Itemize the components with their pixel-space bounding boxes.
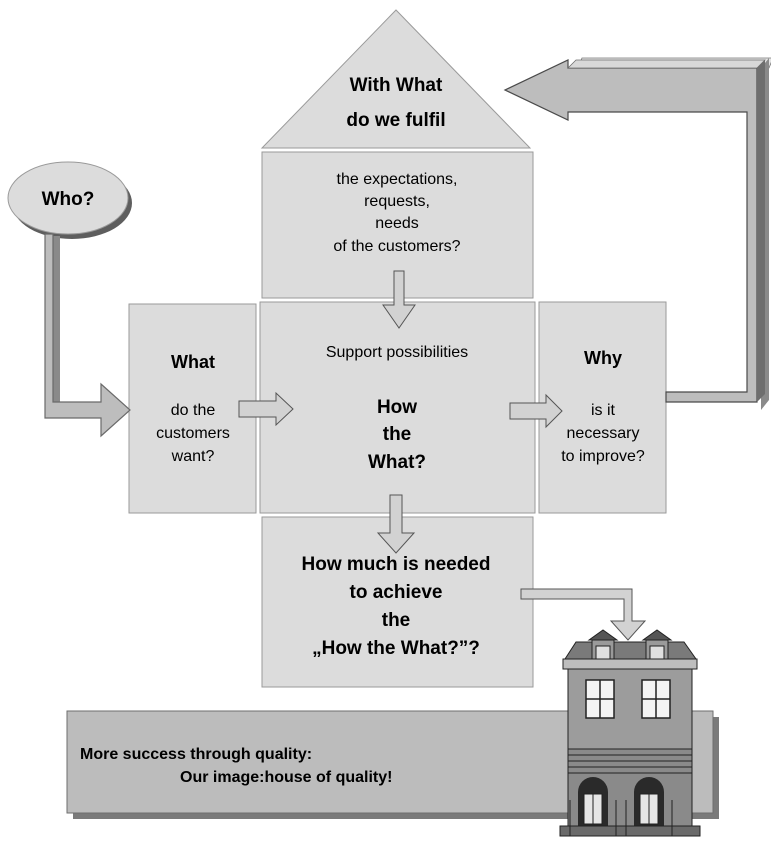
expectations-line-2: requests, [364,193,430,210]
expectations-line-1: the expectations, [337,171,458,188]
why-title: Why [584,348,622,368]
roof: With What do we fulfil [260,9,532,149]
expectations-line-3: needs [375,215,419,232]
down-arrow-bottom [376,494,416,554]
expectations-line-4: of the customers? [333,238,460,255]
banner-line-2: Our image:house of quality! [180,769,392,786]
how-box: Support possibilities How the What? [259,301,536,514]
banner-line-1: More success through quality: [80,746,312,763]
house-building-icon [559,629,701,837]
how-much-line-4: „How the What?”? [312,638,480,659]
what-box: What do the customers want? [128,303,257,514]
why-line-1: is it [591,402,616,419]
roof-line-1: With What [350,75,443,96]
to-house-arrow [520,588,647,641]
right-arrow-how [509,393,563,429]
support-possibilities: Support possibilities [326,344,468,361]
how-line-3: What? [368,452,426,473]
what-line-2: customers [156,425,230,442]
who-bubble: Who? [7,161,132,239]
how-much-line-3: the [382,610,411,631]
feedback-arrow [503,57,771,410]
how-line-2: the [383,424,412,445]
right-arrow-what [238,391,294,427]
what-line-3: want? [171,448,215,465]
what-title: What [171,352,215,372]
who-label: Who? [42,189,95,210]
who-to-what-arrow [44,233,131,438]
how-much-line-1: How much is needed [302,554,491,575]
roof-line-2: do we fulfil [346,110,445,131]
how-line-1: How [377,397,417,418]
why-box: Why is it necessary to improve? [538,301,667,514]
down-arrow-top [382,270,416,329]
why-line-3: to improve? [561,448,645,465]
why-line-2: necessary [567,425,640,442]
what-line-1: do the [171,402,216,419]
how-much-line-2: to achieve [350,582,443,603]
